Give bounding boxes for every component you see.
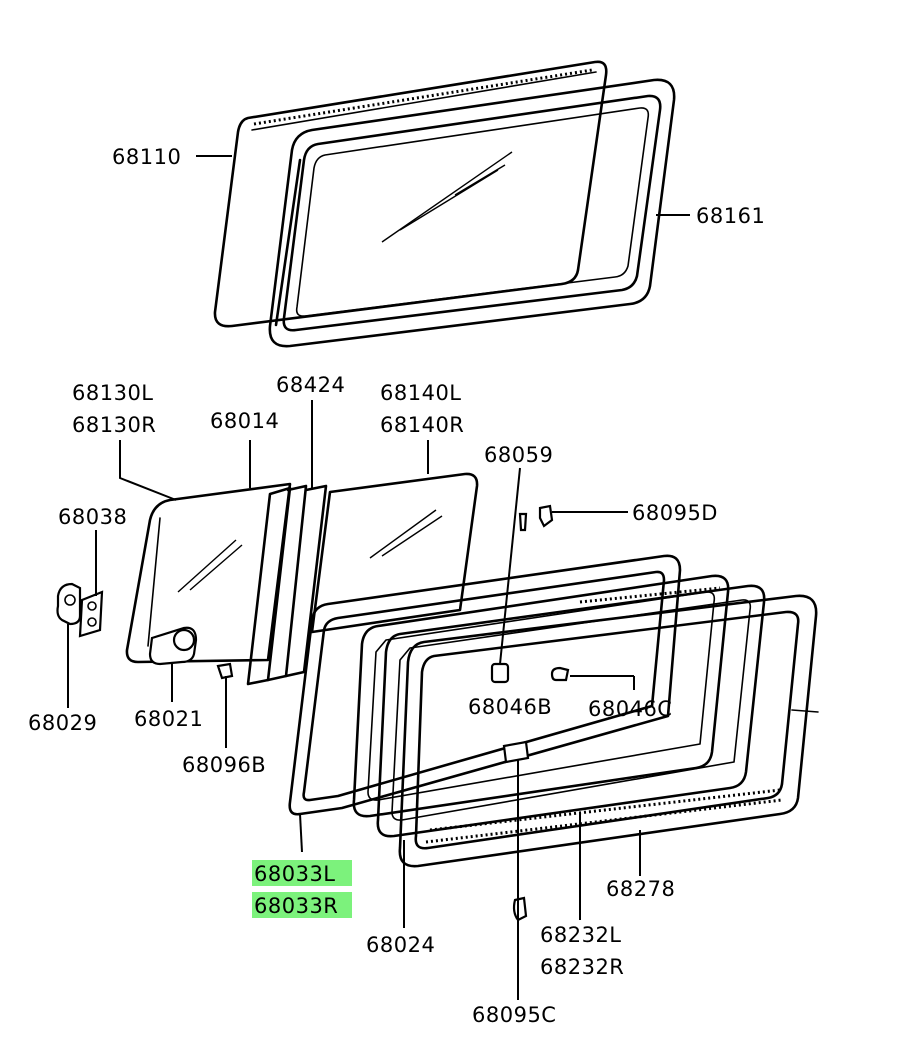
label-68029[interactable]: 68029 bbox=[28, 711, 97, 735]
latch-68021 bbox=[148, 626, 198, 666]
label-68033l[interactable]: 68033L bbox=[254, 862, 336, 886]
label-68278[interactable]: 68278 bbox=[606, 877, 675, 901]
frame-68232 bbox=[376, 584, 766, 838]
highlight-68033l bbox=[252, 860, 352, 886]
label-68014[interactable]: 68014 bbox=[210, 409, 279, 433]
clip-68046b bbox=[490, 662, 510, 684]
label-68140l[interactable]: 68140L bbox=[380, 381, 462, 405]
frame-68033 bbox=[288, 554, 682, 816]
label-68095d[interactable]: 68095D bbox=[632, 501, 718, 525]
label-68096b[interactable]: 68096B bbox=[182, 753, 266, 777]
label-68424[interactable]: 68424 bbox=[276, 373, 345, 397]
clip-68046c bbox=[550, 666, 570, 682]
label-68059[interactable]: 68059 bbox=[484, 443, 553, 467]
screw-68095c bbox=[512, 896, 528, 922]
label-68021[interactable]: 68021 bbox=[134, 707, 203, 731]
label-68095c[interactable]: 68095C bbox=[472, 1003, 556, 1027]
highlight-68033r bbox=[252, 892, 352, 918]
label-68232r[interactable]: 68232R bbox=[540, 955, 624, 979]
label-68130r[interactable]: 68130R bbox=[72, 413, 156, 437]
clip-68046b-lower bbox=[502, 740, 530, 764]
label-68046c[interactable]: 68046C bbox=[588, 697, 672, 721]
center-channel-68424 bbox=[284, 484, 328, 678]
screw-68095d bbox=[538, 504, 554, 528]
label-68232l[interactable]: 68232L bbox=[540, 923, 622, 947]
label-68038[interactable]: 68038 bbox=[58, 505, 127, 529]
label-68161[interactable]: 68161 bbox=[696, 204, 765, 228]
weatherstrip-68161 bbox=[268, 78, 676, 348]
label-68024[interactable]: 68024 bbox=[366, 933, 435, 957]
sliding-glass-68130 bbox=[125, 482, 292, 664]
catch-68029 bbox=[56, 582, 82, 626]
catch-68038 bbox=[78, 590, 104, 638]
leader-lines bbox=[67, 155, 690, 1000]
frame-68278 bbox=[398, 586, 819, 868]
label-68140r[interactable]: 68140R bbox=[380, 413, 464, 437]
label-68130l[interactable]: 68130L bbox=[72, 381, 154, 405]
part-labels: 68110 68161 68130L 68130R 68014 68424 68… bbox=[28, 145, 765, 1027]
label-68046b[interactable]: 68046B bbox=[468, 695, 552, 719]
label-68033r[interactable]: 68033R bbox=[254, 894, 338, 918]
label-68110[interactable]: 68110 bbox=[112, 145, 181, 169]
screw-68059 bbox=[518, 512, 528, 532]
screw-68096b bbox=[216, 662, 234, 680]
center-channel-68014 bbox=[246, 484, 308, 686]
sliding-glass-68140 bbox=[310, 472, 479, 634]
